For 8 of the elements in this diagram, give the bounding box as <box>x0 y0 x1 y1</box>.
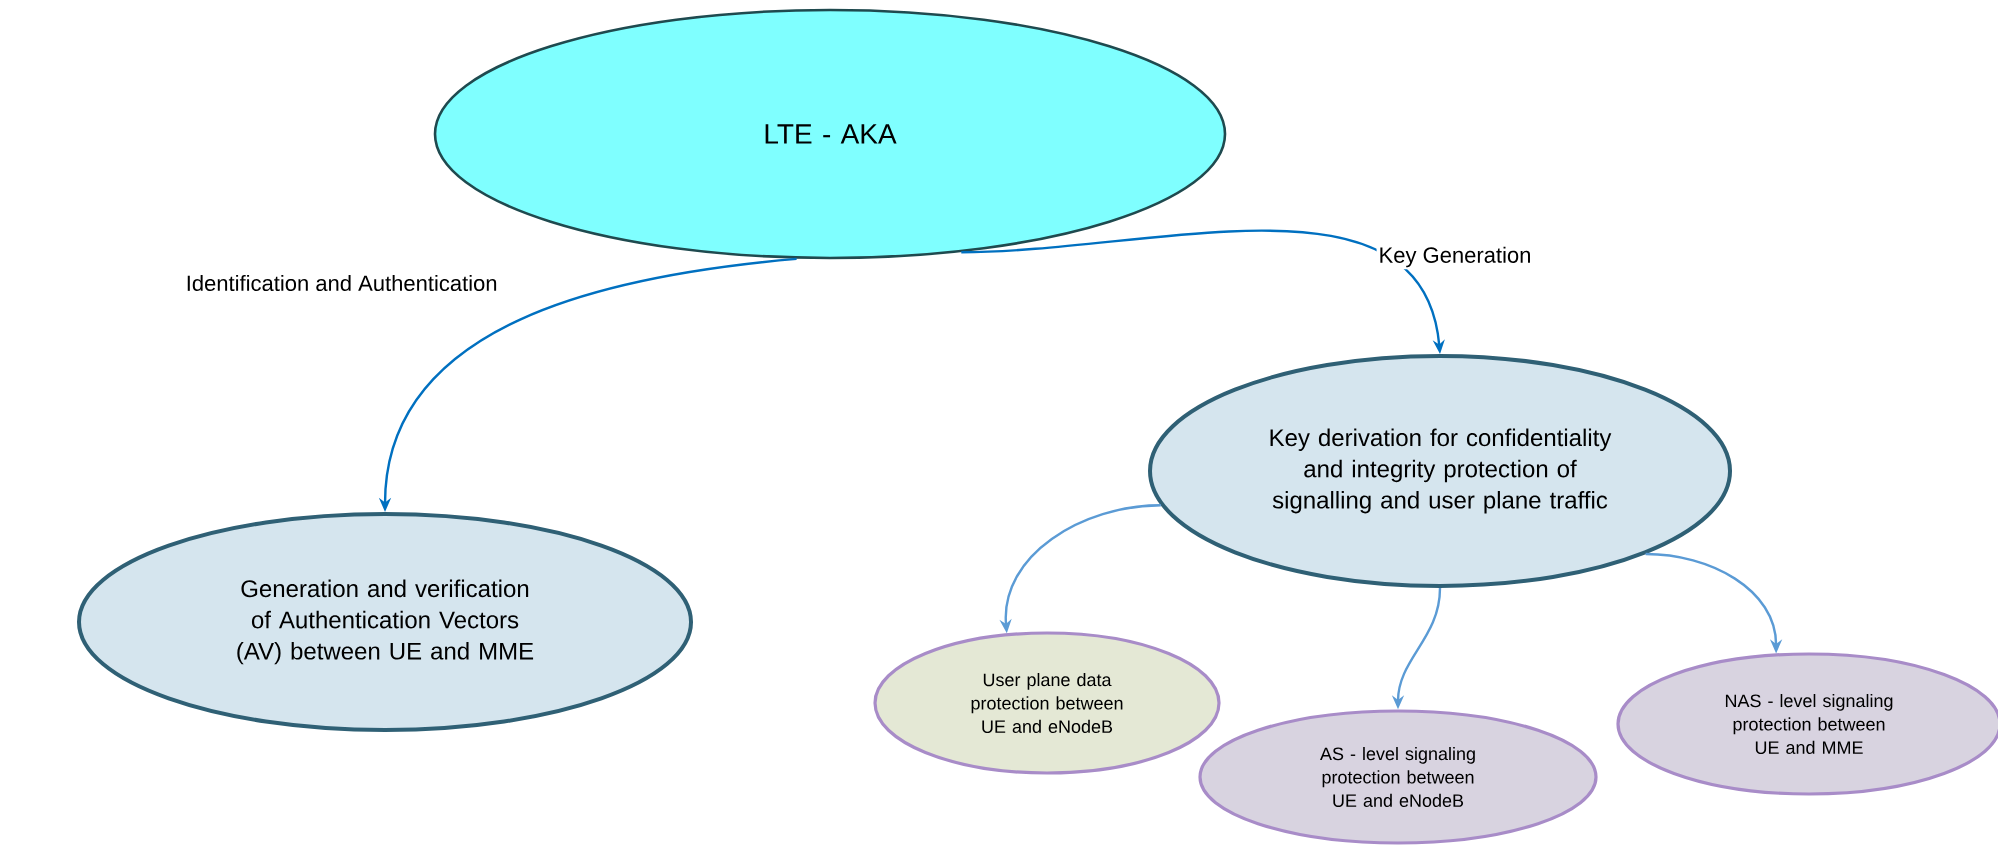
edge-label: Key Generation <box>1376 244 1534 270</box>
edge-label: Identification and Authentication <box>183 272 500 294</box>
ellipse-node: User plane data protection between UE and eNodeB <box>873 631 1221 775</box>
ellipse-node: Key derivation for confidentiality and integrity protection of signalling and user plane traffic <box>1148 354 1732 588</box>
ellipse-node: LTE - AKA <box>433 8 1227 260</box>
ellipse-node: AS - level signaling protection between UE and eNodeB <box>1198 709 1598 845</box>
ellipse-node: NAS - level signaling protection between UE and MME <box>1616 652 1998 796</box>
ellipse-node: Generation and verification of Authentication Vectors (AV) between UE and MME <box>77 512 693 732</box>
